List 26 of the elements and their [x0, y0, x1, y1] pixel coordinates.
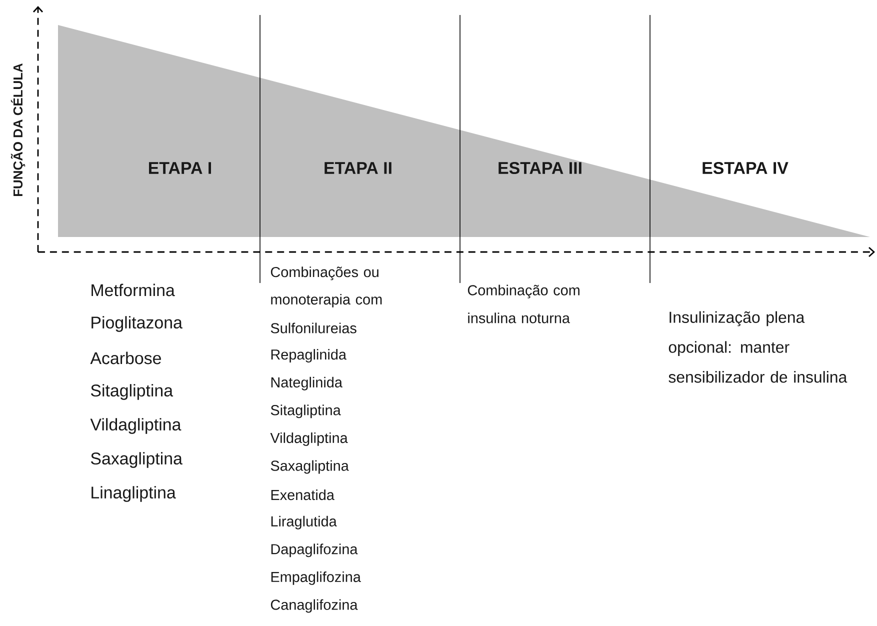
- drug-name: Canaglifozina: [270, 599, 358, 613]
- drug-name: Exenatida: [271, 490, 334, 500]
- drug-name: Linagliptina: [92, 486, 176, 502]
- drug-name: Pioglitazona: [92, 316, 182, 332]
- drug-name: Dapaglifozina: [271, 544, 358, 558]
- drug-name: Vildagliptina: [90, 418, 182, 434]
- drug-name: Saxagliptina: [90, 452, 182, 468]
- drug-name: Repaglinida: [271, 349, 346, 363]
- drug-name: Nateglinida: [271, 376, 342, 390]
- axis-label: FUNÇÃO DA CÉLULA: [10, 63, 26, 196]
- drug-name: Saxagliptina: [270, 460, 349, 474]
- note-text: Insulinização plena opcional: manter sensibilizador de insulina: [668, 311, 848, 383]
- note-text: Combinação com insulina noturna: [468, 284, 580, 324]
- stage-label: ESTAPA IV: [702, 162, 788, 174]
- stage-label: ESTAPA III: [498, 162, 582, 174]
- drug-name: Metformina: [92, 284, 175, 296]
- stage-label: ETAPA II: [324, 162, 392, 174]
- drug-name: Vildagliptina: [270, 432, 348, 446]
- drug-name: Sitagliptina: [270, 404, 341, 418]
- note-text: Combinações ou monoterapia com: [270, 266, 382, 308]
- drug-name: Liraglutida: [271, 516, 337, 530]
- drug-name: Sulfonilureias: [270, 322, 356, 334]
- drug-name: Empaglifozina: [271, 571, 361, 585]
- drug-name: Acarbose: [90, 352, 161, 364]
- stage-label: ETAPA I: [149, 162, 212, 174]
- drug-name: Sitagliptina: [90, 384, 174, 400]
